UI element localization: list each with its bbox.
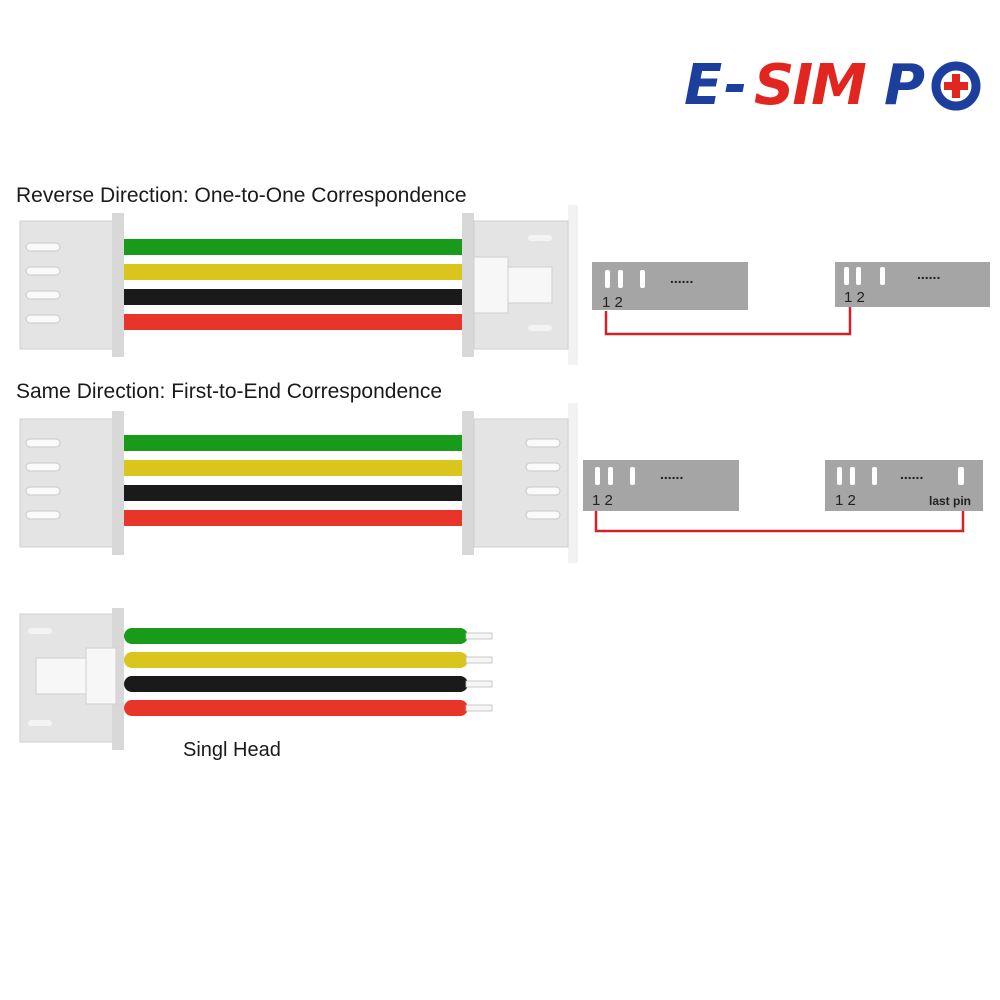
wire-black bbox=[124, 676, 468, 692]
section-heading-single: Singl Head bbox=[183, 739, 281, 761]
pin-block-right: ...... 1 2 bbox=[835, 262, 990, 307]
pin-dots: ...... bbox=[670, 270, 693, 286]
pinout-diagram-same: ...... 1 2 ...... 1 2 last pin bbox=[583, 460, 983, 533]
svg-text:-: - bbox=[724, 53, 747, 118]
wire-yellow bbox=[124, 460, 464, 476]
left-connector bbox=[19, 411, 124, 555]
last-pin-label: last pin bbox=[929, 494, 971, 508]
e-simpo-logo: E - SIM P bbox=[684, 53, 981, 118]
wire-green bbox=[124, 628, 468, 644]
pin-block-right: ...... 1 2 last pin bbox=[825, 460, 983, 511]
wire-bundle bbox=[124, 435, 464, 526]
svg-text:SIM: SIM bbox=[754, 53, 866, 118]
pin-block-left: ...... 1 2 bbox=[583, 460, 739, 511]
pin-dots: ...... bbox=[660, 466, 683, 482]
wire-green bbox=[124, 239, 464, 255]
wire-black bbox=[124, 289, 464, 305]
wire-red bbox=[124, 510, 464, 526]
cable-reverse-direction bbox=[19, 205, 578, 365]
left-connector bbox=[19, 608, 124, 750]
right-connector bbox=[462, 411, 569, 555]
svg-text:P: P bbox=[884, 53, 925, 118]
wire-black bbox=[124, 485, 464, 501]
pin-number-label: 1 2 bbox=[592, 492, 613, 509]
cable-single-head bbox=[19, 608, 493, 750]
stripped-wire-ends bbox=[465, 632, 493, 712]
connection-line bbox=[594, 511, 965, 533]
pin-dots: ...... bbox=[900, 466, 923, 482]
left-connector bbox=[19, 213, 124, 357]
section-heading-same: Same Direction: First-to-End Corresponde… bbox=[16, 380, 443, 403]
wire-green bbox=[124, 435, 464, 451]
logo-plus-icon bbox=[931, 61, 981, 111]
svg-text:E: E bbox=[684, 53, 722, 118]
pinout-diagram-reverse: ...... 1 2 ...... 1 2 bbox=[592, 262, 990, 336]
section-heading-reverse: Reverse Direction: One-to-One Correspond… bbox=[16, 184, 467, 207]
wire-yellow bbox=[124, 264, 464, 280]
pin-number-label: 1 2 bbox=[844, 289, 865, 306]
connection-line bbox=[604, 307, 852, 336]
wire-red bbox=[124, 314, 464, 330]
wire-bundle bbox=[124, 628, 468, 716]
pin-number-label: 1 2 bbox=[602, 294, 623, 311]
pin-block-left: ...... 1 2 bbox=[592, 262, 748, 311]
pin-dots: ...... bbox=[917, 266, 940, 282]
right-connector bbox=[462, 213, 569, 357]
wire-yellow bbox=[124, 652, 468, 668]
wire-bundle bbox=[124, 239, 464, 330]
wire-red bbox=[124, 700, 468, 716]
cable-same-direction bbox=[19, 403, 578, 563]
pin-number-label: 1 2 bbox=[835, 492, 856, 509]
